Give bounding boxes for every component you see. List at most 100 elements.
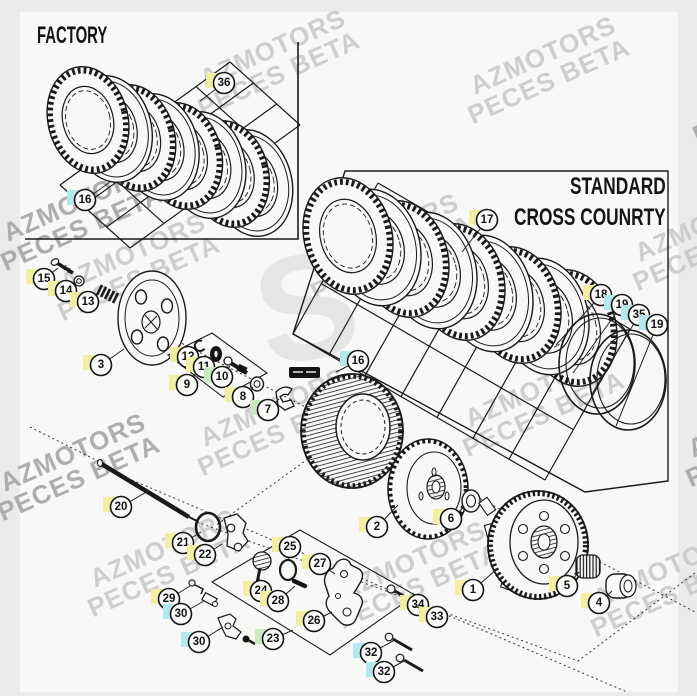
callout-28: 28 (260, 585, 296, 613)
callout-20: 20 (103, 490, 149, 519)
svg-text:19: 19 (651, 319, 664, 331)
svg-text:2: 2 (374, 521, 380, 533)
spring-part-13 (95, 284, 120, 304)
o-ring-part-21 (194, 511, 222, 543)
seal-part-11 (210, 346, 222, 362)
friction-disc (302, 177, 394, 295)
splined-bushing-part-5 (575, 554, 601, 579)
callout-30: 30 (181, 626, 224, 654)
callout-35: 35 (591, 303, 651, 395)
svg-text:30: 30 (193, 636, 206, 648)
svg-text:16: 16 (79, 194, 92, 206)
callout-13: 13 (70, 290, 100, 314)
callout-23: 23 (255, 627, 294, 651)
callout-25: 25 (272, 535, 302, 562)
callout-36: 36 (199, 71, 236, 102)
standard-clutch-disc-stack (302, 177, 618, 387)
callout-4: 4 (581, 590, 613, 615)
callout-32: 32 (366, 660, 405, 684)
svg-text:21: 21 (177, 537, 190, 549)
svg-text:AZMOTORS: AZMOTORS (690, 30, 697, 121)
standard-variant-label: STANDARD CROSS COUNRTY (455, 171, 666, 233)
svg-text:20: 20 (115, 501, 128, 513)
callout-8: 8 (225, 385, 255, 409)
screw-part-32b (395, 653, 424, 673)
callout-7: 7 (250, 398, 280, 422)
svg-text:4: 4 (596, 597, 603, 609)
steel-ring-parts-19-35 (558, 313, 667, 431)
svg-text:7: 7 (265, 404, 271, 416)
callout-16: 16 (335, 349, 370, 373)
svg-text:3: 3 (98, 359, 104, 371)
standard-label-line2: CROSS COUNRTY (514, 204, 666, 231)
bolt-clip-part-29 (188, 579, 204, 595)
callout-22: 22 (187, 543, 223, 567)
svg-text:36: 36 (218, 77, 231, 89)
svg-text:29: 29 (163, 593, 176, 605)
svg-text:26: 26 (308, 615, 321, 627)
svg-text:27: 27 (314, 558, 327, 570)
svg-text:28: 28 (272, 595, 285, 607)
pin-part-28 (291, 578, 308, 589)
callout-27: 27 (302, 552, 336, 576)
callout-32: 32 (353, 640, 394, 665)
svg-text:AZMOTORS: AZMOTORS (683, 373, 697, 464)
washer-part-6 (461, 489, 481, 513)
svg-text:25: 25 (284, 541, 297, 553)
spacer-part-4 (605, 573, 637, 599)
callout-17: 17 (461, 208, 499, 253)
friction-drum-part-16 (300, 373, 404, 489)
callout-5: 5 (549, 571, 580, 598)
fork-part-7 (275, 386, 295, 411)
svg-text:22: 22 (199, 549, 212, 561)
svg-text:17: 17 (481, 214, 494, 226)
part-id-label (289, 367, 320, 378)
callout-9: 9 (169, 372, 199, 397)
callout-6: 6 (433, 506, 465, 531)
washer-part-14 (73, 275, 85, 287)
pin-part-10 (223, 356, 249, 375)
pivot-part-30b (217, 613, 256, 646)
push-rod-part-20 (97, 459, 198, 522)
gasket-part-22 (223, 513, 249, 552)
svg-text:23: 23 (267, 633, 280, 645)
factory-clutch-disc-stack (46, 66, 294, 237)
svg-text:32: 32 (365, 647, 378, 659)
ring-part-25 (278, 558, 298, 582)
svg-text:30: 30 (175, 608, 188, 620)
circlip-part-12 (193, 339, 206, 353)
standard-label-line1: STANDARD (570, 173, 666, 200)
clutch-basket-part-1 (478, 490, 589, 600)
svg-text:15: 15 (38, 273, 51, 285)
svg-text:13: 13 (82, 296, 95, 308)
screw-part-32a (384, 632, 413, 652)
svg-text:33: 33 (431, 611, 444, 623)
release-lever-part-26-27 (323, 558, 364, 626)
callout-19: 19 (615, 313, 669, 427)
svg-text:32: 32 (378, 666, 391, 678)
callout-3: 3 (83, 348, 125, 377)
pivot-part-30a (201, 591, 218, 607)
pressure-plate-part-3 (117, 270, 187, 366)
callout-26: 26 (296, 609, 333, 633)
svg-text:5: 5 (564, 580, 571, 592)
callout-2: 2 (359, 504, 399, 539)
factory-box-border (25, 42, 299, 240)
svg-text:6: 6 (448, 513, 454, 525)
callout-33: 33 (414, 605, 449, 629)
callout-10: 10 (204, 365, 234, 389)
nut-part-8 (249, 376, 265, 392)
svg-text:1: 1 (470, 584, 477, 596)
svg-text:9: 9 (184, 379, 190, 391)
svg-text:8: 8 (240, 391, 247, 403)
callout-layer: 3616171618193519151413312111098726154202… (26, 71, 669, 684)
bolt-part-15 (50, 258, 74, 275)
